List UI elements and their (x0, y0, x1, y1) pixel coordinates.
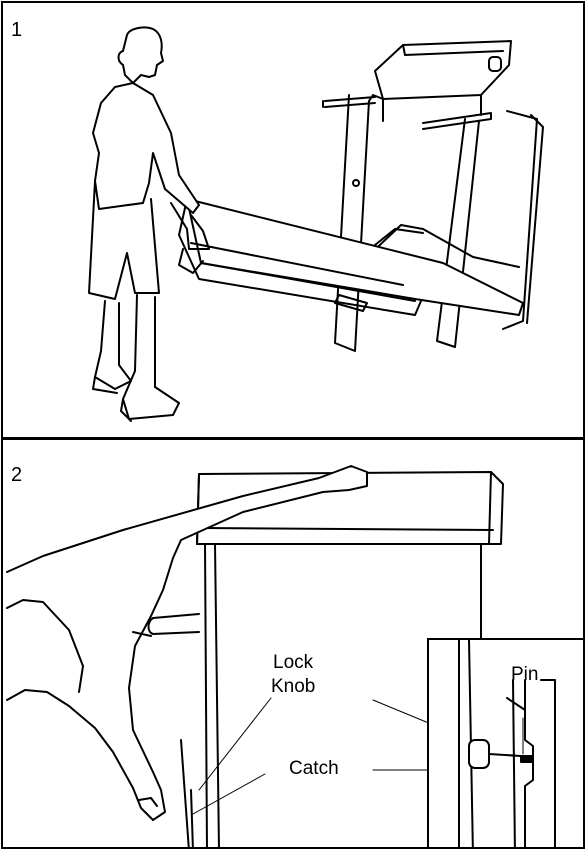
lock-detail-illustration (429, 640, 585, 849)
lock-knob-label-line2: Knob (271, 676, 315, 698)
person-lifting (89, 27, 209, 421)
step-2-panel: 2 Lock Knob Catch (1, 438, 585, 849)
catch-label: Catch (289, 758, 339, 780)
lock-knob-label-line1: Lock (273, 652, 313, 674)
lock-detail-inset: Pin (427, 638, 585, 849)
pin-label: Pin (511, 664, 538, 686)
step-1-panel: 1 (1, 1, 585, 439)
step-1-illustration (3, 3, 585, 439)
